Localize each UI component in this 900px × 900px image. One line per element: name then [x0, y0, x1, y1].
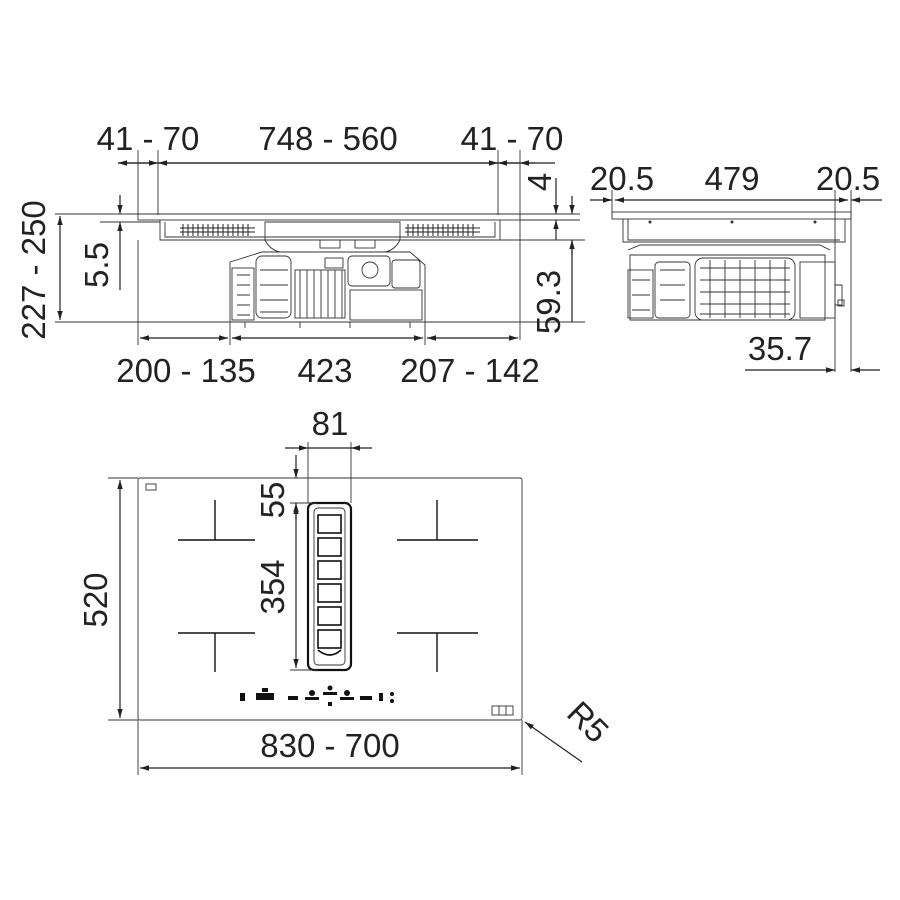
top-vent-offset-label: 55: [254, 482, 291, 519]
side-width-right-label: 41 - 70: [461, 120, 564, 157]
top-glass-outline: [137, 477, 523, 721]
top-indicator-left: [145, 483, 157, 491]
side-cooktop-body: [159, 220, 501, 253]
side-view: 41 - 70 748 - 560 41 - 70: [15, 120, 585, 389]
top-view: 81 55 354 520 830 - 700 R5: [77, 405, 616, 775]
front-motor-unit: [627, 244, 845, 321]
top-depth-label: 520: [77, 572, 114, 627]
side-offset-height-label: 5.5: [78, 242, 115, 288]
top-depth-dimension: [108, 477, 138, 721]
front-cooktop-body: [622, 219, 846, 243]
front-width-center-label: 479: [704, 160, 759, 197]
side-total-height-label: 227 - 250: [15, 200, 52, 339]
top-indicator-right: [491, 705, 514, 716]
front-glass-plate: [611, 211, 852, 220]
side-top-dimension-line: [118, 150, 555, 340]
top-vent-length-label: 354: [254, 559, 291, 614]
side-bottom-left-label: 200 - 135: [116, 352, 255, 389]
top-width-label: 830 - 700: [260, 727, 399, 764]
top-central-vent: [306, 501, 353, 672]
top-cooking-zone-marks: [178, 500, 478, 672]
top-corner-radius-leader: [524, 721, 583, 763]
side-motor-unit: [229, 251, 426, 328]
front-top-dimension-line: [590, 190, 882, 372]
front-width-right-label: 20.5: [816, 160, 880, 197]
top-vent-width-dimension: [285, 442, 372, 503]
side-glass-thickness-label: 4: [521, 173, 558, 191]
front-bottom-depth-label: 35.7: [748, 330, 812, 367]
front-view: 20.5 479 20.5: [590, 160, 882, 373]
side-unit-height-label: 59.3: [530, 270, 567, 334]
side-bottom-dimension-line: [137, 240, 518, 345]
side-glass-plate: [137, 213, 521, 221]
side-left-dimension-lines: [55, 195, 230, 323]
top-corner-radius-label: R5: [560, 694, 616, 750]
side-bottom-right-label: 207 - 142: [400, 352, 539, 389]
front-width-left-label: 20.5: [590, 160, 654, 197]
side-width-center-label: 748 - 560: [258, 120, 397, 157]
side-width-left-label: 41 - 70: [97, 120, 200, 157]
top-control-panel: [240, 685, 394, 706]
top-width-dimension: [137, 720, 523, 775]
side-bottom-center-label: 423: [297, 352, 352, 389]
top-vent-width-label: 81: [312, 405, 349, 442]
top-vent-vertical-dimension: [290, 455, 318, 671]
side-right-dimension-lines: [425, 178, 585, 323]
